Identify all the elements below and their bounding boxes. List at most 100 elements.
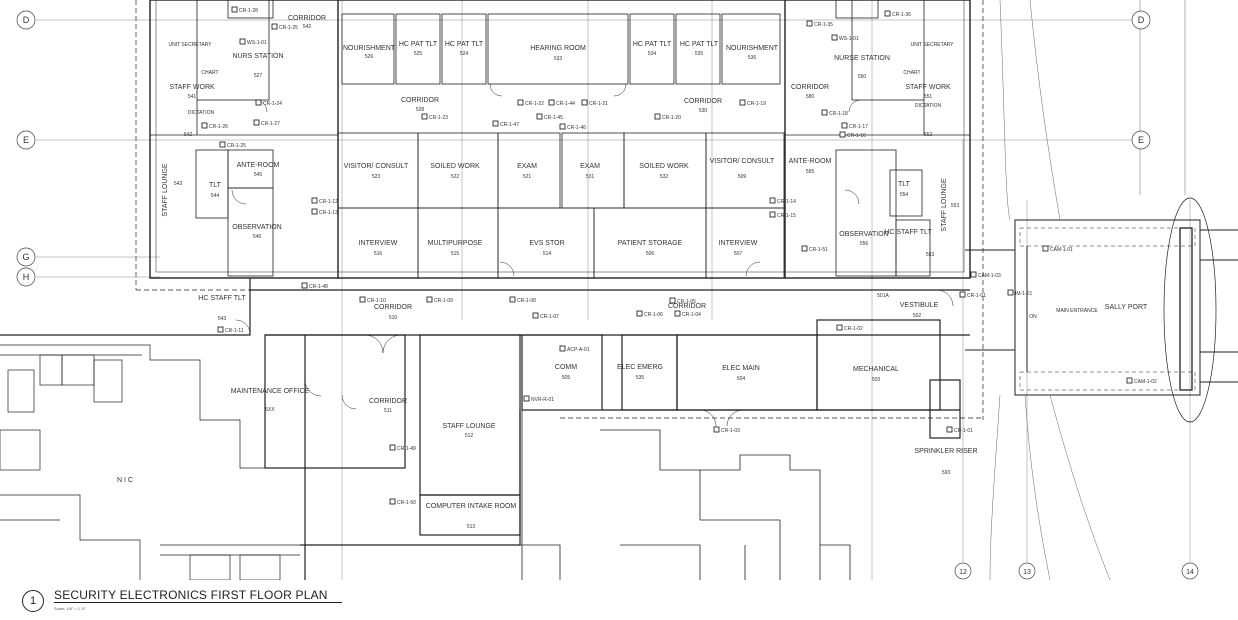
device-marker	[1126, 377, 1133, 384]
room-label: TLT	[209, 182, 222, 189]
device-tag: CAM-1-02	[1134, 379, 1157, 385]
device-marker	[970, 271, 977, 278]
room-label: NURS STATION	[232, 53, 283, 60]
door-swings	[231, 83, 954, 427]
device-tag: CR-1-11	[225, 328, 244, 334]
security-device: WS-1-01	[239, 38, 267, 46]
lower-right-structure	[520, 410, 851, 580]
room-number: 502	[913, 313, 922, 319]
room-number: 593	[942, 470, 951, 476]
device-tag: CR-1-05	[677, 299, 696, 305]
room-label: STAFF LOUNGE	[941, 178, 948, 231]
security-device: CR-1-17	[841, 122, 868, 130]
nic-area	[0, 344, 305, 580]
room-label: MAIN ENTRANCE	[1056, 308, 1098, 314]
room-number: 522	[451, 174, 460, 180]
room-number: 543	[218, 316, 227, 322]
device-marker	[426, 296, 433, 303]
device-marker	[669, 297, 676, 304]
drawing-title: SECURITY ELECTRONICS FIRST FLOOR PLAN	[54, 588, 342, 603]
device-tag: CR-1-04	[682, 312, 701, 318]
grid-label-14: 14	[1186, 569, 1194, 576]
security-device: CR-1-10	[359, 296, 386, 304]
security-device: CR-1-28	[231, 6, 258, 14]
security-device: CR-1-47	[492, 120, 519, 128]
security-device: CR-1-07	[532, 312, 559, 320]
security-device: ACP-A-01	[559, 345, 590, 353]
device-marker	[739, 99, 746, 106]
room-number: 528	[416, 107, 425, 113]
room-label: CORRIDOR	[684, 98, 722, 105]
room-label: ANTE-ROOM	[237, 162, 280, 169]
security-device: CR-1-11	[217, 326, 244, 334]
security-device: NVR-R-01	[523, 395, 554, 403]
device-tag: CR-1-01	[967, 293, 986, 299]
room-label: HC STAFF TLT	[884, 229, 932, 236]
device-tag: CR-1-22	[525, 101, 544, 107]
security-device: CR-1-36	[884, 10, 911, 18]
room-number: 512	[465, 433, 474, 439]
room-number: 541	[188, 94, 197, 100]
device-marker	[301, 282, 308, 289]
device-tag: CR-1-18	[829, 111, 848, 117]
room-label: NURSE STATION	[834, 55, 890, 62]
room-number: 513	[467, 524, 476, 530]
room-number: 533	[554, 56, 563, 62]
device-tag: CR-1-50	[397, 500, 416, 506]
security-device: CR-1-50	[389, 498, 416, 506]
device-marker	[959, 291, 966, 298]
room-number: 556	[860, 241, 869, 247]
room-number: 530	[699, 108, 708, 114]
device-tag: CR-1-08	[517, 298, 536, 304]
room-number: 514	[543, 251, 552, 257]
room-number: 506	[646, 251, 655, 257]
device-marker	[255, 99, 262, 106]
room-label: VESTIBULE	[900, 302, 939, 309]
device-tag: CR-1-23	[429, 115, 448, 121]
room-number: 507	[734, 251, 743, 257]
device-tag: CR-1-20	[662, 115, 681, 121]
security-device: CR-1-09	[426, 296, 453, 304]
room-number: 534	[648, 51, 657, 57]
security-device: CR-1-27	[253, 119, 280, 127]
room-number: 535	[636, 375, 645, 381]
device-marker	[836, 324, 843, 331]
room-number: 546	[253, 234, 262, 240]
room-label: HC PAT TLT	[633, 41, 672, 48]
device-tag: CAM-1-01	[1050, 247, 1073, 253]
drawing-title-block: 1 SECURITY ELECTRONICS FIRST FLOOR PLAN …	[22, 588, 362, 616]
device-marker	[536, 113, 543, 120]
room-label: DICTATION	[915, 103, 942, 109]
device-tag: CR-1-51	[809, 247, 828, 253]
security-device: CR-1-45	[536, 113, 563, 121]
room-label: HC PAT TLT	[399, 41, 438, 48]
device-marker	[311, 197, 318, 204]
room-label: STAFF WORK	[905, 84, 951, 91]
device-marker	[559, 345, 566, 352]
room-label: N I C	[117, 477, 133, 484]
room-label: VISITOR/ CONSULT	[344, 163, 409, 170]
room-number: 542	[303, 24, 312, 30]
room-labels: CORRIDOR 542 UNIT SECRETARY CHART STAFF …	[117, 15, 1148, 530]
room-label: CORRIDOR	[369, 398, 407, 405]
security-device: CR-1-02	[836, 324, 863, 332]
room-label: CORRIDOR	[401, 97, 439, 104]
security-device: CAM-1-02	[1126, 377, 1157, 385]
room-label: UNIT SECRETARY	[168, 42, 212, 48]
room-label: TLT	[898, 181, 911, 188]
room-number: 510	[389, 315, 398, 321]
room-number: 516	[374, 251, 383, 257]
site-lines	[989, 0, 1186, 580]
room-number: 555	[806, 169, 815, 175]
security-device: CR-1-23	[421, 113, 448, 121]
device-tag: CAM-1-03	[978, 273, 1001, 279]
room-number: 544	[211, 193, 220, 199]
device-tag: CR-1-12	[319, 199, 338, 205]
room-number: 509	[738, 174, 747, 180]
device-tag: CR-1-35	[814, 22, 833, 28]
security-device: CR-1-18	[821, 109, 848, 117]
security-device: CR-1-01	[946, 426, 973, 434]
device-marker	[821, 109, 828, 116]
device-tag: CR-1-09	[434, 298, 453, 304]
room-number: 531	[586, 174, 595, 180]
